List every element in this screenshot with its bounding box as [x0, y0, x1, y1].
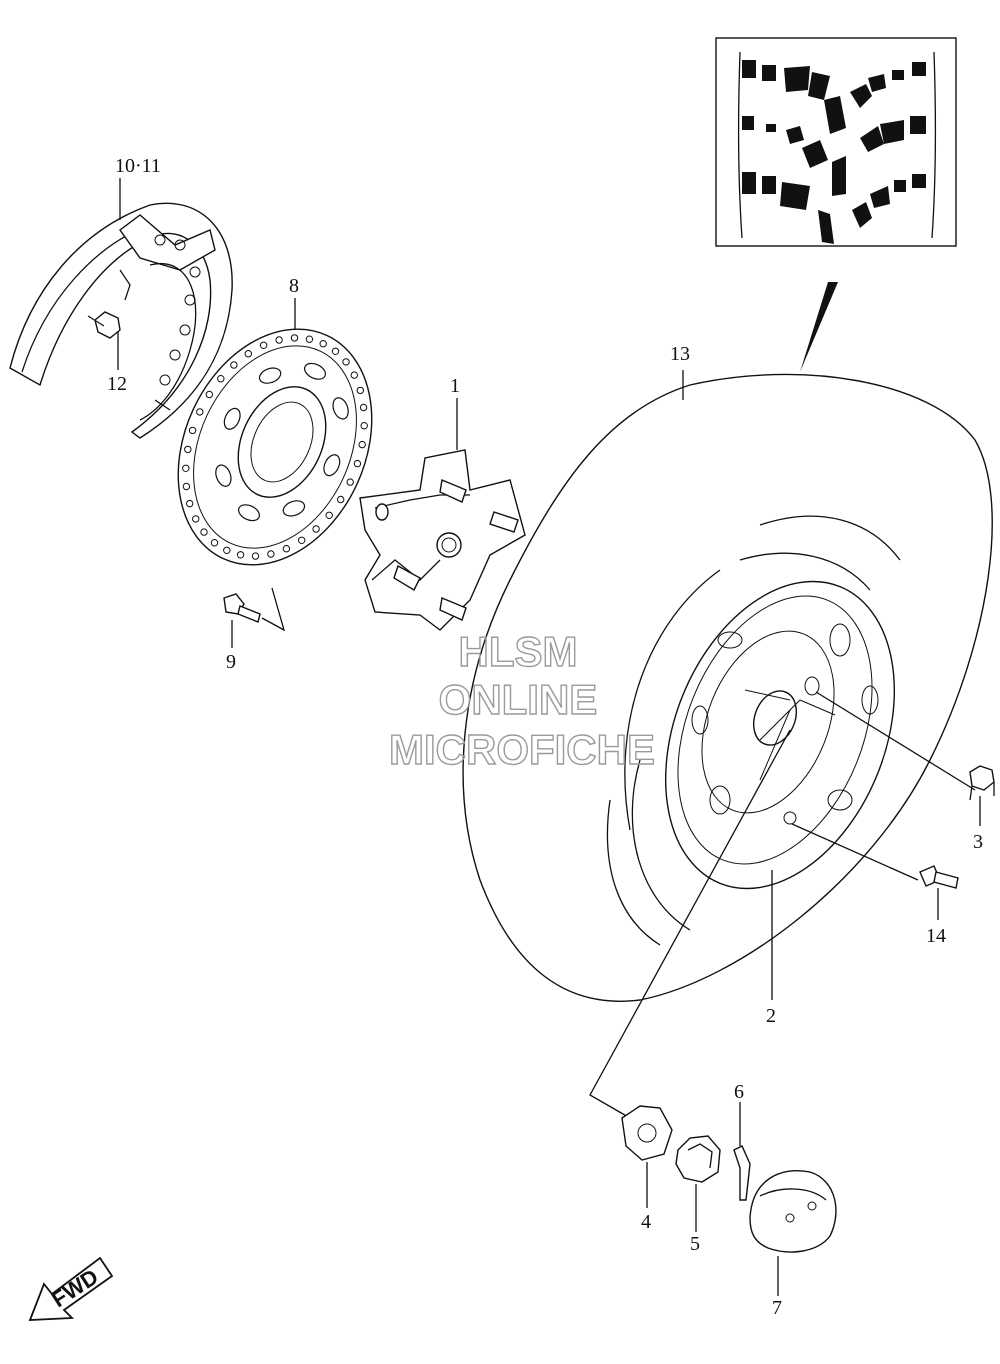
label-part-1: 1 — [450, 375, 460, 397]
disc-hole — [353, 459, 362, 468]
disc-hole — [298, 536, 306, 544]
castle-nut-5 — [675, 1135, 721, 1183]
disc-hole — [210, 539, 219, 547]
disc-hole — [337, 495, 345, 504]
label-part-10-11: 10·11 — [115, 155, 161, 177]
disc-slot — [258, 367, 282, 384]
cotter-pin-6 — [733, 1145, 751, 1201]
wheel-hub — [359, 449, 526, 631]
disc-hole — [186, 499, 194, 508]
disc-hole — [359, 403, 368, 412]
tread-detail-inset — [715, 37, 957, 247]
disc-hole — [360, 422, 368, 430]
disc-hole — [290, 334, 299, 342]
label-part-9: 9 — [226, 651, 236, 673]
disc-slot — [332, 397, 349, 420]
disc-hole — [331, 347, 340, 355]
disc-hole — [356, 386, 364, 395]
label-part-14: 14 — [926, 925, 946, 947]
label-part-5: 5 — [690, 1233, 700, 1255]
disc-slot — [323, 454, 341, 477]
disc-hole — [325, 511, 333, 519]
disc-hole — [200, 528, 208, 536]
disc-hole — [312, 525, 320, 533]
disc-hole — [342, 358, 350, 366]
disc-slot — [304, 362, 326, 380]
disc-slot — [215, 464, 232, 487]
disc-hole — [192, 515, 200, 523]
disc-hole — [182, 464, 190, 472]
wheel-nut-3 — [969, 765, 995, 801]
disc-hole — [358, 440, 366, 449]
label-part-7: 7 — [772, 1297, 782, 1319]
watermark-line-1: HLSM — [459, 628, 578, 675]
label-part-3: 3 — [973, 831, 983, 853]
disc-hole — [259, 341, 268, 349]
disc-hole — [223, 546, 231, 554]
watermark-line-2: ONLINE — [439, 676, 598, 723]
disc-hole — [236, 551, 245, 559]
disc-hole — [244, 350, 253, 358]
label-part-2: 2 — [766, 1005, 776, 1027]
disc-hole — [267, 550, 275, 558]
wheel-rim — [664, 580, 896, 890]
disc-hole — [217, 375, 225, 383]
disc-hole — [182, 482, 191, 491]
leader-3 — [815, 691, 976, 791]
disc-hole — [305, 335, 314, 343]
watermark-line-3: MICROFICHE — [389, 726, 655, 773]
disc-slot — [282, 500, 306, 517]
brake-disc-cover — [9, 202, 233, 439]
label-part-13: 13 — [670, 343, 690, 365]
disc-hole — [282, 545, 291, 553]
disc-slot — [238, 504, 260, 522]
disc-hole — [188, 426, 197, 435]
bolt-9 — [223, 593, 261, 623]
disc-hole — [196, 408, 204, 416]
disc-hole — [251, 552, 260, 560]
disc-hole — [184, 445, 192, 454]
leader-9 — [261, 587, 286, 632]
label-part-8: 8 — [289, 275, 299, 297]
hub-cap-7 — [749, 1170, 837, 1253]
leader-4-path — [589, 729, 791, 1119]
leader-14 — [791, 823, 919, 881]
disc-slot — [223, 407, 241, 430]
disc-hole — [230, 361, 238, 369]
fwd-arrow-icon: FWD — [28, 1256, 114, 1321]
disc-hole — [346, 478, 354, 486]
valve-14 — [919, 865, 959, 889]
bolt-12 — [87, 311, 121, 339]
washer-4 — [621, 1105, 673, 1161]
disc-hole — [275, 336, 283, 344]
brake-disc — [177, 328, 373, 566]
label-part-12: 12 — [107, 373, 127, 395]
label-part-4: 4 — [641, 1211, 651, 1233]
disc-hole — [319, 340, 327, 348]
label-part-6: 6 — [734, 1081, 744, 1103]
disc-hole — [205, 390, 214, 399]
inset-pointer — [800, 282, 838, 372]
disc-hole — [350, 371, 358, 379]
